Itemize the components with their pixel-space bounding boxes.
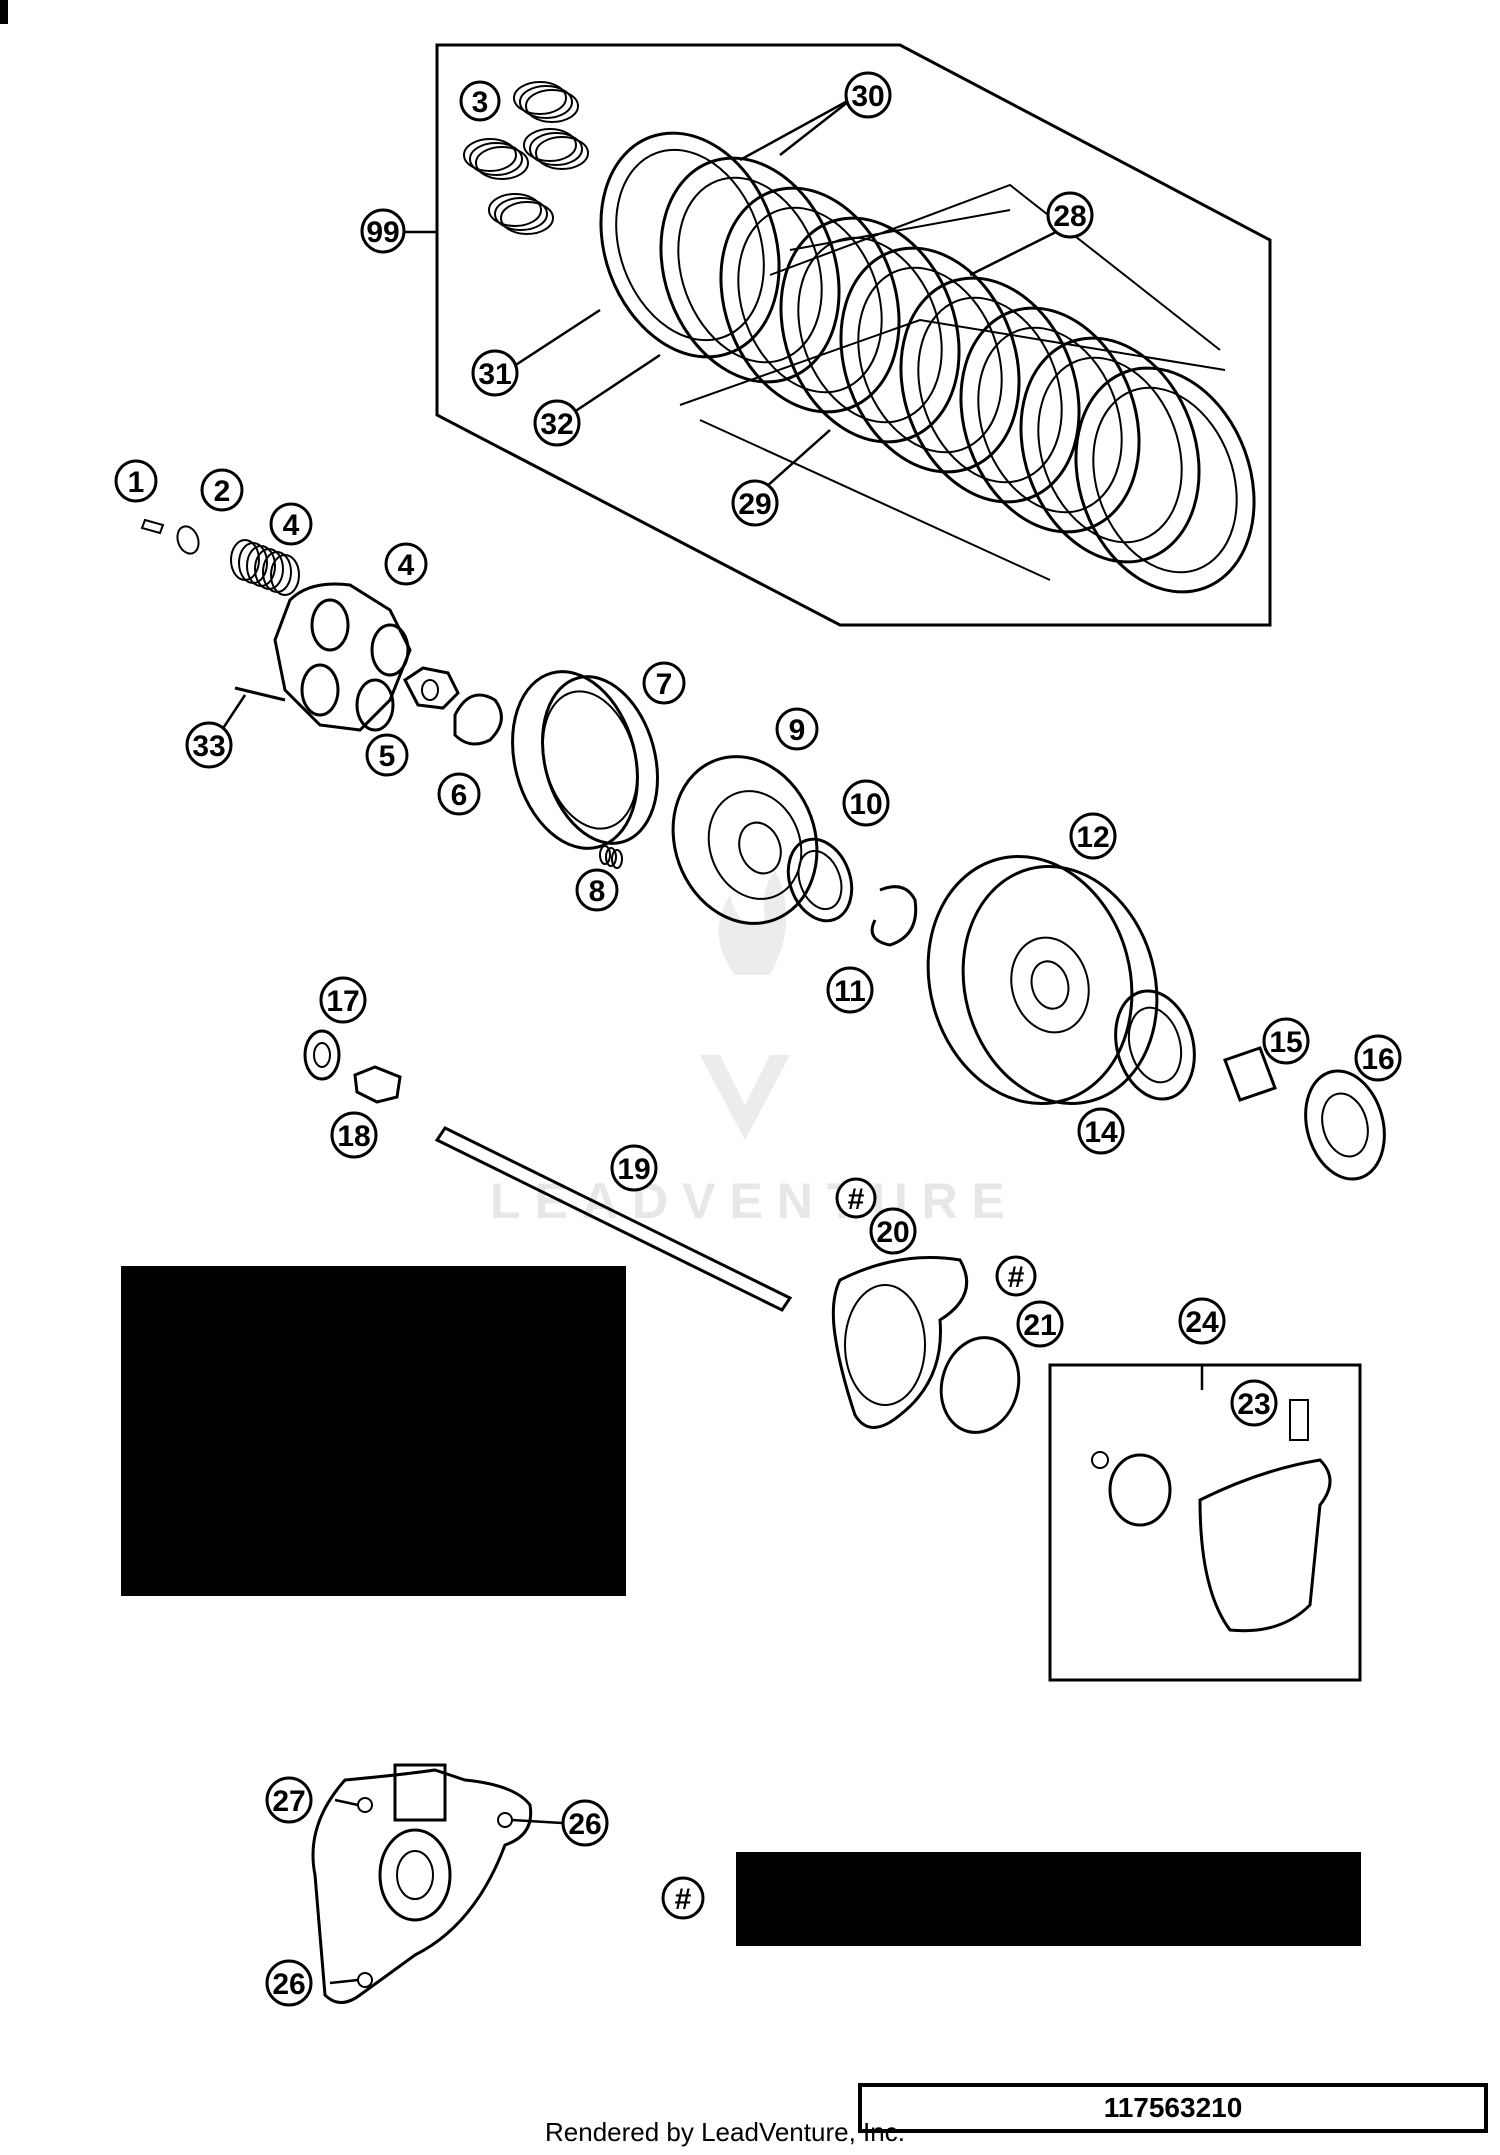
callout-7: 7 — [642, 661, 686, 705]
callout-8: 8 — [575, 868, 619, 912]
callout-32: 32 — [533, 399, 581, 447]
callout-4: 4 — [384, 542, 428, 586]
clutch-plates — [599, 131, 1256, 594]
svg-text:30: 30 — [851, 80, 884, 113]
clutch-plate-kit — [435, 43, 1272, 627]
svg-text:17: 17 — [326, 985, 359, 1018]
callout-31: 31 — [471, 349, 519, 397]
clutch-basket — [926, 855, 1159, 1105]
watermark-text: LEADVENTURE — [490, 1173, 1019, 1229]
reference-number: 117563210 — [1103, 2092, 1243, 2123]
svg-text:#: # — [675, 1883, 692, 1916]
svg-text:1: 1 — [128, 466, 145, 499]
callout-3a: 3 — [459, 80, 501, 122]
callout-1: 1 — [114, 459, 158, 503]
svg-text:16: 16 — [1361, 1043, 1394, 1076]
callout-26a: 26 — [561, 1799, 609, 1847]
svg-text:26: 26 — [568, 1808, 601, 1841]
leader-lines — [210, 96, 1204, 1985]
callout-hash-21: # — [995, 1255, 1037, 1297]
svg-text:33: 33 — [192, 730, 225, 763]
callout-6: 6 — [437, 772, 481, 816]
callout-20: 20 — [869, 1207, 917, 1255]
callout-11: 11 — [826, 966, 874, 1014]
svg-text:#: # — [848, 1183, 865, 1216]
callout-19: 19 — [610, 1144, 658, 1192]
callout-14: 14 — [1077, 1107, 1125, 1155]
callout-15: 15 — [1262, 1017, 1310, 1065]
svg-text:9: 9 — [789, 714, 806, 747]
svg-text:31: 31 — [478, 358, 511, 391]
svg-text:6: 6 — [451, 779, 468, 812]
callout-labels: 99 3 30 28 31 32 29 1 2 4 4 33 5 6 7 8 9… — [114, 71, 1402, 2007]
callout-17: 17 — [319, 976, 367, 1024]
svg-text:24: 24 — [1185, 1306, 1219, 1339]
svg-text:3: 3 — [472, 86, 489, 119]
callout-27: 27 — [265, 1776, 313, 1824]
callout-2: 2 — [200, 468, 244, 512]
inner-hub — [511, 670, 660, 850]
svg-text:27: 27 — [272, 1785, 305, 1818]
svg-text:99: 99 — [366, 216, 399, 249]
callout-30: 30 — [844, 71, 892, 119]
kit-springs — [463, 81, 589, 235]
callout-hash-20: # — [835, 1177, 877, 1219]
callout-99: 99 — [360, 208, 406, 254]
svg-text:21: 21 — [1023, 1309, 1056, 1342]
callout-23: 23 — [1230, 1379, 1278, 1427]
svg-text:26: 26 — [272, 1968, 305, 2001]
svg-text:7: 7 — [656, 668, 673, 701]
callout-9: 9 — [775, 707, 819, 751]
svg-text:4: 4 — [283, 509, 300, 542]
svg-text:18: 18 — [337, 1120, 370, 1153]
svg-text:29: 29 — [738, 488, 771, 521]
reference-number-box: 117563210 — [858, 2083, 1488, 2133]
callout-5: 5 — [365, 733, 409, 777]
svg-text:32: 32 — [540, 408, 573, 441]
svg-text:19: 19 — [617, 1153, 650, 1186]
svg-text:15: 15 — [1269, 1026, 1302, 1059]
svg-text:2: 2 — [214, 475, 231, 508]
svg-text:4: 4 — [398, 549, 415, 582]
main-clutch-parts — [140, 518, 1386, 2004]
callout-28: 28 — [1046, 191, 1094, 239]
callout-hash-legend: # — [661, 1876, 705, 1920]
callout-21: 21 — [1016, 1300, 1064, 1348]
svg-text:10: 10 — [849, 788, 882, 821]
callout-10: 10 — [842, 779, 890, 827]
redacted-block-1 — [121, 1266, 626, 1596]
redacted-block-2 — [736, 1852, 1361, 1946]
callout-26b: 26 — [265, 1959, 313, 2007]
callout-29: 29 — [731, 479, 779, 527]
callout-18: 18 — [330, 1111, 378, 1159]
svg-text:20: 20 — [876, 1216, 909, 1249]
svg-text:#: # — [1008, 1261, 1025, 1294]
svg-text:5: 5 — [379, 740, 396, 773]
svg-text:11: 11 — [834, 975, 866, 1008]
callout-24: 24 — [1178, 1297, 1226, 1345]
callout-16: 16 — [1354, 1034, 1402, 1082]
watermark: LEADVENTURE — [490, 870, 1019, 1229]
callout-33: 33 — [185, 721, 233, 769]
svg-text:28: 28 — [1053, 200, 1086, 233]
svg-text:14: 14 — [1084, 1116, 1118, 1149]
svg-text:8: 8 — [589, 875, 606, 908]
clutch-hub-9 — [671, 755, 819, 925]
corner-mark — [0, 0, 8, 24]
callout-3b: 4 — [269, 502, 313, 546]
callout-12: 12 — [1069, 812, 1117, 860]
rendered-by-credit: Rendered by LeadVenture, Inc. — [545, 2117, 905, 2147]
pressure-plate — [273, 582, 412, 732]
svg-text:12: 12 — [1076, 821, 1109, 854]
svg-text:23: 23 — [1237, 1388, 1270, 1421]
